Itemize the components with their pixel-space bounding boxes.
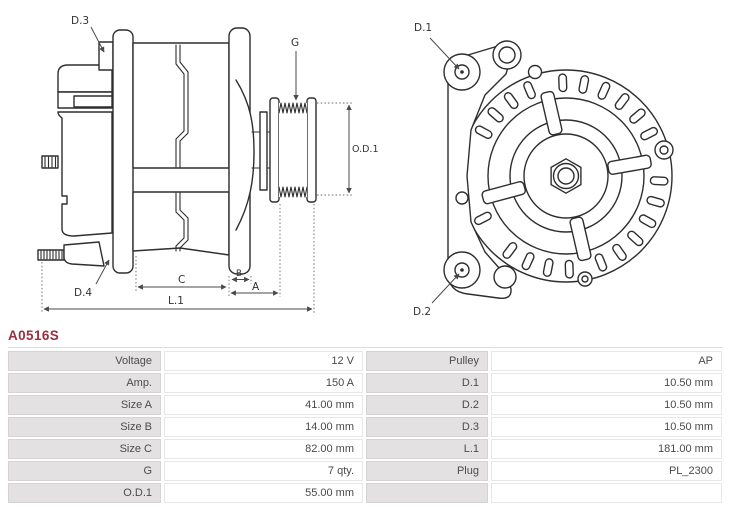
part-number-title: A0516S — [8, 328, 60, 343]
spec-value-cell: 181.00 mm — [491, 439, 722, 459]
shaft-nut — [550, 158, 582, 194]
spec-value-cell — [491, 483, 722, 503]
pulley — [269, 97, 317, 203]
table-row: O.D.1 55.00 mm — [8, 483, 722, 503]
spec-value-cell: 10.50 mm — [491, 417, 722, 437]
spec-value-cell: 55.00 mm — [164, 483, 363, 503]
spec-value-cell: PL_2300 — [491, 461, 722, 481]
spec-value-cell: 14.00 mm — [164, 417, 363, 437]
spec-label-cell: D.1 — [366, 373, 488, 393]
label-c: C — [178, 274, 185, 286]
spec-label-cell: G — [8, 461, 161, 481]
spec-label-cell: Pulley — [366, 351, 488, 371]
table-row: Voltage 12 V Pulley AP — [8, 351, 722, 371]
label-a: A — [252, 281, 260, 293]
spec-label-cell: D.3 — [366, 417, 488, 437]
spec-label-cell: Size B — [8, 417, 161, 437]
front-view-dimensions: D.1 D.2 — [413, 22, 460, 318]
spec-label-cell: L.1 — [366, 439, 488, 459]
spec-label-cell: D.2 — [366, 395, 488, 415]
spec-table: Voltage 12 V Pulley AP Amp. 150 A D.1 10… — [8, 351, 722, 505]
table-row: Amp. 150 A D.1 10.50 mm — [8, 373, 722, 393]
spec-value-cell: AP — [491, 351, 722, 371]
spec-value-cell: 7 qty. — [164, 461, 363, 481]
table-row: Size A 41.00 mm D.2 10.50 mm — [8, 395, 722, 415]
spec-label-cell — [366, 483, 488, 503]
side-view-svg: D.3 G O.D.1 D.4 C B A L.1 — [37, 15, 379, 313]
spec-value-cell: 10.50 mm — [491, 395, 722, 415]
alternator-side-body — [37, 27, 317, 275]
spec-value-cell: 12 V — [164, 351, 363, 371]
spec-label-cell: Size C — [8, 439, 161, 459]
label-g: G — [291, 37, 299, 49]
spec-label-cell: Size A — [8, 395, 161, 415]
spec-label-cell: O.D.1 — [8, 483, 161, 503]
divider-rule — [8, 347, 722, 348]
alternator-front-view-drawing: D.1 D.2 — [380, 0, 730, 335]
label-d4: D.4 — [74, 287, 92, 299]
label-b: B — [236, 269, 242, 279]
spec-label-cell: Plug — [366, 461, 488, 481]
alternator-front-body — [443, 40, 674, 299]
side-view-dimensions: D.3 G O.D.1 D.4 C B A L.1 — [41, 15, 379, 313]
vent-slots — [474, 73, 669, 279]
label-od1: O.D.1 — [352, 144, 379, 155]
front-view-svg: D.1 D.2 — [413, 22, 674, 318]
table-row: G 7 qty. Plug PL_2300 — [8, 461, 722, 481]
fan-spokes — [481, 90, 652, 262]
label-d2: D.2 — [413, 306, 431, 318]
label-d3: D.3 — [71, 15, 89, 27]
spec-value-cell: 82.00 mm — [164, 439, 363, 459]
table-row: Size B 14.00 mm D.3 10.50 mm — [8, 417, 722, 437]
label-l1: L.1 — [168, 295, 184, 307]
alternator-side-view-drawing: D.3 G O.D.1 D.4 C B A L.1 — [0, 0, 380, 335]
spec-value-cell: 10.50 mm — [491, 373, 722, 393]
table-row: Size C 82.00 mm L.1 181.00 mm — [8, 439, 722, 459]
spec-value-cell: 41.00 mm — [164, 395, 363, 415]
spec-value-cell: 150 A — [164, 373, 363, 393]
spec-label-cell: Amp. — [8, 373, 161, 393]
label-d1: D.1 — [414, 22, 432, 34]
spec-label-cell: Voltage — [8, 351, 161, 371]
